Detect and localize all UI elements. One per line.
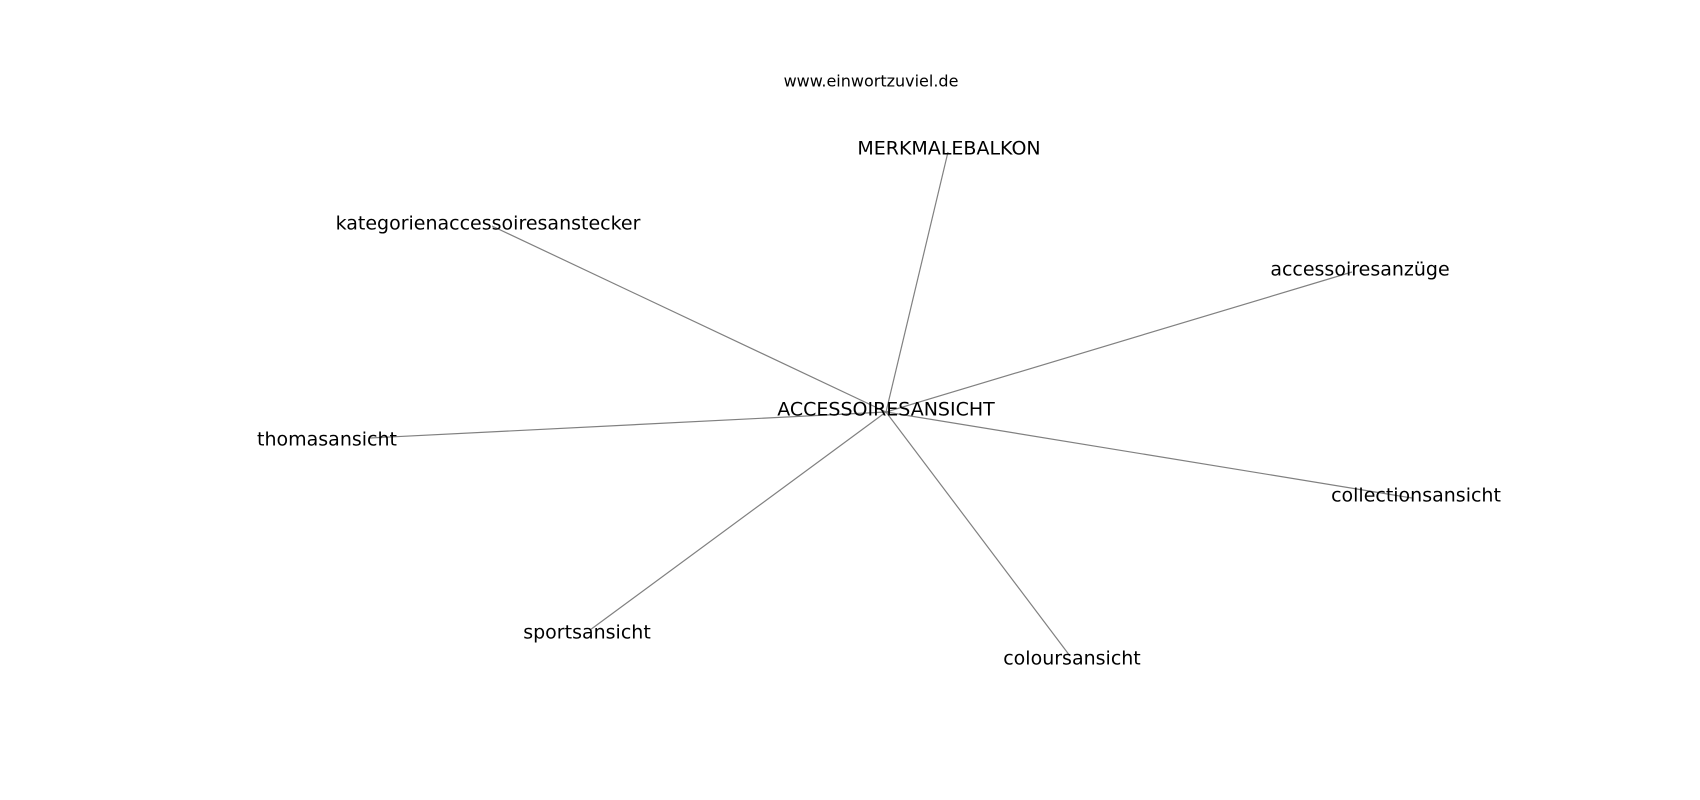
edge-center-n6 [885, 411, 1071, 657]
edge-center-n1 [491, 225, 887, 413]
site-watermark: www.einwortzuviel.de [784, 72, 959, 91]
edge-center-n5 [589, 411, 887, 631]
edge-center-n2 [885, 271, 1353, 413]
node-label-n6: coloursansicht [1003, 648, 1141, 670]
node-layer: ACCESSOIRESANSICHT MERKMALEBALKON kategori… [257, 138, 1501, 670]
node-label-center: ACCESSOIRESANSICHT [777, 399, 995, 421]
edge-center-n4 [885, 411, 1413, 499]
edge-center-n0 [885, 151, 949, 413]
node-label-n2: accessoiresanzüge [1270, 259, 1449, 281]
node-label-n3: thomasansicht [257, 429, 397, 451]
edge-layer [369, 151, 1413, 657]
edge-center-n3 [369, 411, 887, 439]
node-label-n0: MERKMALEBALKON [857, 138, 1040, 160]
node-label-n4: collectionsansicht [1331, 485, 1501, 507]
node-label-n1: kategorienaccessoiresanstecker [336, 213, 641, 235]
node-label-n5: sportsansicht [523, 622, 651, 644]
